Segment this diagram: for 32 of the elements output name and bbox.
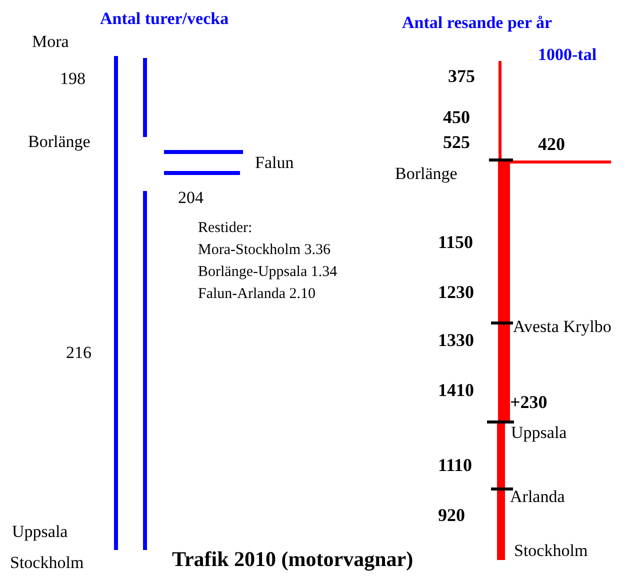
station-name: Mora — [32, 33, 69, 50]
station-name: Falun — [255, 154, 294, 171]
travel-time-note: Borlänge-Uppsala 1.34 — [198, 265, 338, 280]
passenger-count: 1330 — [438, 331, 474, 349]
trip-count: 204 — [178, 189, 204, 206]
station-name: Uppsala — [511, 424, 567, 441]
passenger-count: 920 — [438, 506, 465, 524]
station-name: Stockholm — [514, 542, 588, 559]
trip-count: 216 — [66, 344, 92, 361]
station-name: Arlanda — [510, 488, 565, 505]
station-name: Uppsala — [12, 523, 68, 540]
passenger-count: 1410 — [438, 381, 474, 399]
passenger-count: 1230 — [438, 283, 474, 301]
passenger-count: 450 — [443, 108, 470, 126]
station-name: Avesta Krylbo — [513, 318, 612, 335]
travel-time-note: Falun-Arlanda 2.10 — [198, 287, 316, 302]
passenger-count: 525 — [443, 133, 470, 151]
note-heading: Restider: — [198, 221, 252, 236]
unit-label: 1000-tal — [538, 46, 597, 63]
station-name: Stockholm — [10, 554, 84, 571]
trip-count: 198 — [60, 70, 86, 87]
station-name: Borlänge — [28, 133, 90, 150]
station-name: Borlänge — [395, 165, 458, 182]
travel-time-note: Mora-Stockholm 3.36 — [198, 243, 330, 258]
passenger-count: 420 — [538, 135, 565, 153]
diagram-title: Trafik 2010 (motorvagnar) — [172, 549, 414, 570]
axis-heading: Antal turer/vecka — [100, 10, 229, 27]
axis-heading: Antal resande per år — [402, 14, 552, 31]
passenger-count: 1110 — [438, 456, 472, 474]
passenger-count: 1150 — [438, 233, 474, 251]
passenger-count: 375 — [448, 67, 475, 85]
passenger-count: +230 — [510, 393, 548, 411]
